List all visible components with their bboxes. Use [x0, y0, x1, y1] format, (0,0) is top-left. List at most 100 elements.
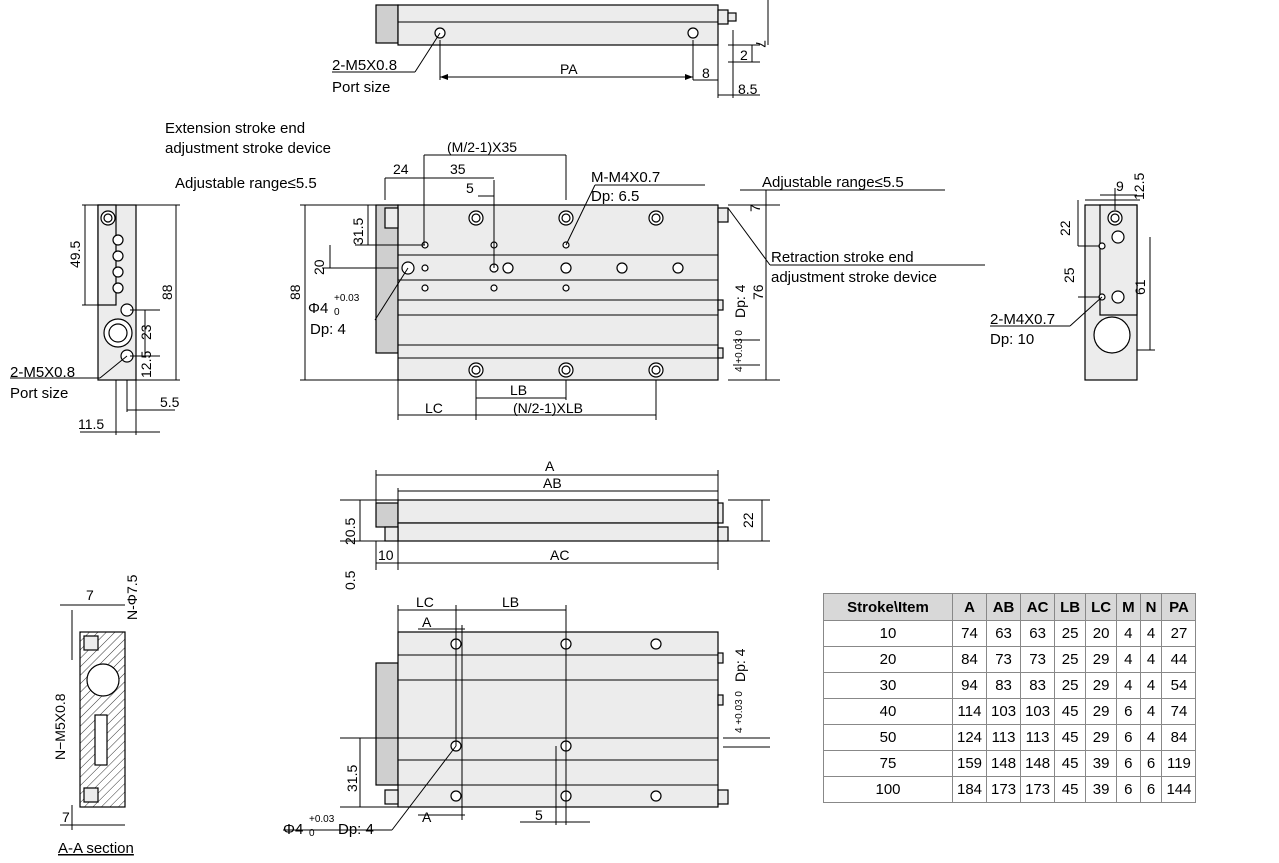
right-side-view: [990, 188, 1155, 381]
table-cell: 100: [823, 776, 953, 803]
table-header-row: Stroke\Item A AB AC LB LC M N PA: [823, 593, 1197, 621]
table-cell: 4: [1139, 698, 1163, 725]
table-cell: 50: [823, 724, 953, 751]
table-cell: 6: [1116, 750, 1141, 777]
table-cell: 45: [1054, 724, 1087, 751]
table-cell: 114: [951, 698, 988, 725]
dim-88-main: 88: [287, 284, 303, 300]
dim-7-main: 7: [747, 204, 763, 212]
side-port-sub: Port size: [10, 385, 68, 402]
table-cell: 6: [1139, 750, 1163, 777]
m-pitch-dim: (M/2-1)X35: [447, 139, 517, 155]
table-cell: 144: [1161, 776, 1197, 803]
table-cell: 6: [1116, 698, 1141, 725]
table-cell: 148: [986, 750, 1022, 777]
dim-24: 24: [393, 161, 409, 177]
table-cell: 25: [1054, 672, 1087, 699]
phi-hole-dp: Dp: 4: [310, 321, 346, 338]
table-cell: 173: [986, 776, 1022, 803]
table-cell: 6: [1139, 776, 1163, 803]
bv-lb-dim: LB: [502, 594, 519, 610]
phi-hole-label: Φ4: [308, 300, 328, 317]
phi-tol-plus: +0.03: [334, 293, 360, 304]
table-cell: 4: [1139, 724, 1163, 751]
right-dim-125: 12.5: [1131, 173, 1147, 200]
stroke-dimension-table: Stroke\Item A AB AC LB LC M N PA 10 74 6…: [823, 593, 1197, 803]
header-cell: PA: [1161, 593, 1197, 621]
bv-lc-dim: LC: [416, 594, 434, 610]
table-cell: 20: [1085, 620, 1118, 647]
table-cell: 39: [1085, 750, 1118, 777]
m-thread-dp-label: Dp: 6.5: [591, 188, 639, 205]
table-cell: 4: [1139, 672, 1163, 699]
side-dim-495: 49.5: [67, 241, 83, 268]
dim-2-top: 2: [740, 47, 748, 63]
bv-phi-dp: Dp: 4: [338, 821, 374, 838]
port-size-top-label: 2-M5X0.8: [332, 57, 397, 74]
dim-8-top: 8: [702, 65, 710, 81]
right-dim-22: 22: [1057, 220, 1073, 236]
phi-tol-zero: 0: [334, 307, 340, 318]
table-cell: 29: [1085, 646, 1118, 673]
side-dim-115: 11.5: [78, 416, 104, 432]
header-cell: M: [1116, 593, 1141, 621]
table-cell: 63: [1020, 620, 1056, 647]
table-cell: 44: [1161, 646, 1197, 673]
header-cell: A: [951, 593, 988, 621]
sec-dim-7-top: 7: [86, 587, 94, 603]
right-thread-label: 2-M4X0.7: [990, 311, 1055, 328]
table-cell: 27: [1161, 620, 1197, 647]
dim-85-top: 8.5: [738, 81, 758, 97]
right-dim-9: 9: [1116, 178, 1124, 194]
table-cell: 4: [1139, 620, 1163, 647]
table-cell: 159: [951, 750, 988, 777]
table-cell: 84: [951, 646, 988, 673]
table-cell: 94: [951, 672, 988, 699]
dim-7-top: 7: [753, 40, 769, 48]
header-cell: LB: [1054, 593, 1087, 621]
header-cell: N: [1139, 593, 1163, 621]
m-thread-label: M-M4X0.7: [591, 169, 660, 186]
table-cell: 40: [823, 698, 953, 725]
aa-section-view: [60, 604, 126, 830]
table-cell: 83: [1020, 672, 1056, 699]
ac-dim: AC: [550, 547, 569, 563]
dim-5-mid: 5: [466, 180, 474, 196]
table-cell: 25: [1054, 646, 1087, 673]
side-dim-55: 5.5: [160, 394, 180, 410]
dim-22-bottom: 22: [740, 512, 756, 528]
section-title: A-A section: [58, 840, 134, 857]
table-cell: 103: [986, 698, 1022, 725]
table-cell: 83: [986, 672, 1022, 699]
table-cell: 30: [823, 672, 953, 699]
header-cell: AC: [1020, 593, 1056, 621]
extension-label-1: Extension stroke end: [165, 120, 305, 137]
table-row: 30 94 83 83 25 29 4 4 54: [823, 672, 1197, 699]
bv-dp4: Dp: 4: [732, 648, 748, 682]
sec-n-phi: N-Φ7.5: [124, 574, 140, 620]
table-cell: 39: [1085, 776, 1118, 803]
dim-315-main: 31.5: [350, 218, 366, 245]
table-cell: 103: [1020, 698, 1056, 725]
bv-a-top: A: [422, 614, 432, 630]
right-thread-dp: Dp: 10: [990, 331, 1034, 348]
dim-205: 20.5: [342, 518, 358, 545]
table-cell: 148: [1020, 750, 1056, 777]
table-cell: 74: [951, 620, 988, 647]
pa-dim: PA: [560, 61, 578, 77]
bottom-profile-view: [340, 470, 770, 570]
sec-dim-7-bottom: 7: [62, 809, 70, 825]
sec-n-m5: N−M5X0.8: [52, 693, 68, 760]
table-cell: 6: [1116, 724, 1141, 751]
dim-10: 10: [378, 547, 394, 563]
bv-dim-5: 5: [535, 807, 543, 823]
retraction-label-2: adjustment stroke device: [771, 269, 937, 286]
tol-right: 4 +0.03 0: [734, 330, 745, 372]
header-cell: Stroke\Item: [823, 593, 953, 621]
bv-tol: 4 +0.03 0: [734, 691, 745, 733]
table-row: 20 84 73 73 25 29 4 4 44: [823, 646, 1197, 673]
table-cell: 75: [823, 750, 953, 777]
table-row: 40 114 103 103 45 29 6 4 74: [823, 698, 1197, 725]
header-cell: LC: [1085, 593, 1118, 621]
